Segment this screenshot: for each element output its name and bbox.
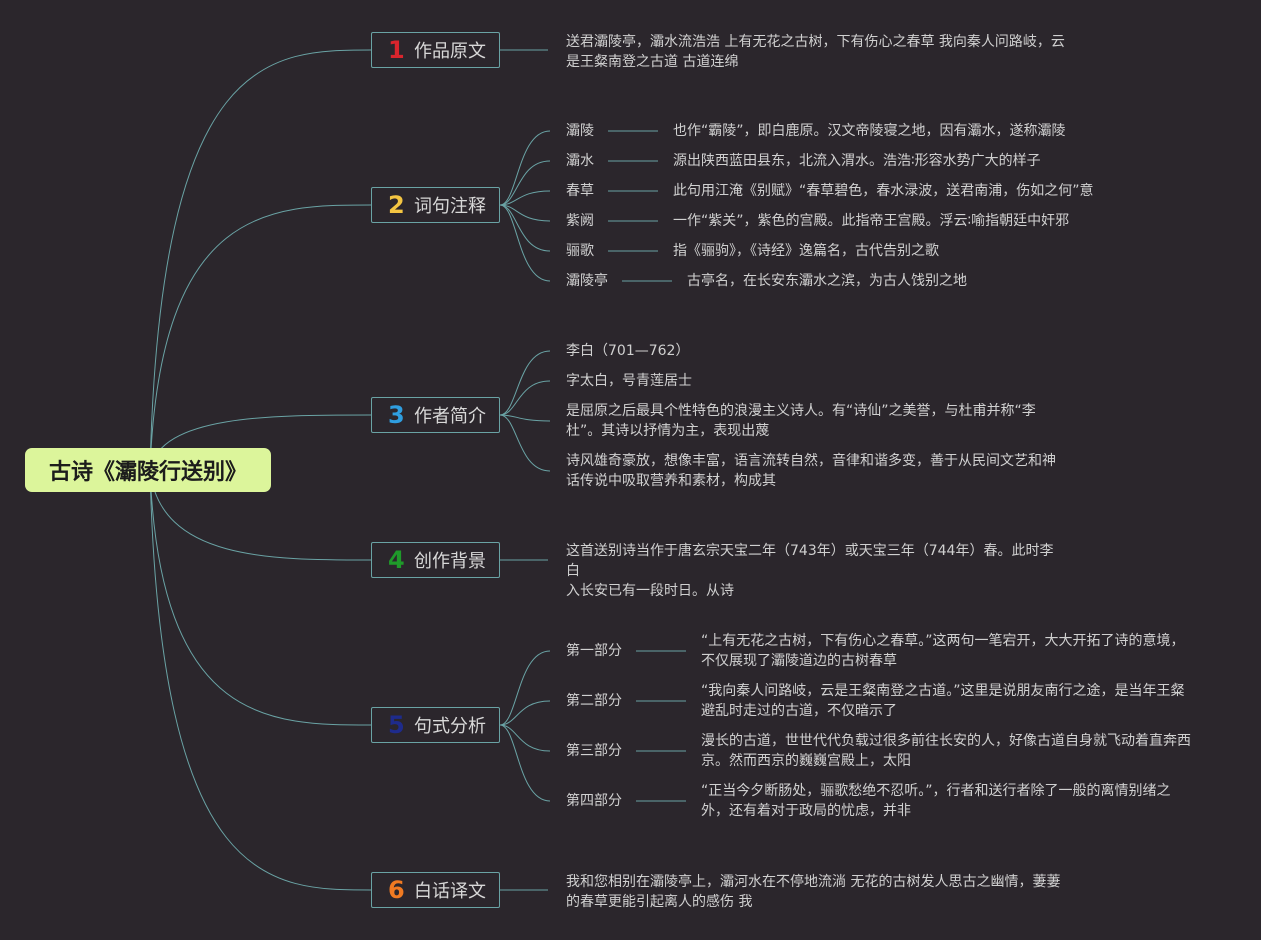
branch-label: 句式分析 bbox=[414, 716, 486, 737]
annotation-term[interactable]: 灞陵亭 bbox=[566, 273, 608, 289]
branch-leaf-link bbox=[499, 130, 551, 206]
analysis-part[interactable]: 第二部分 bbox=[566, 693, 622, 709]
analysis-desc[interactable]: 漫长的古道，世世代代负载过很多前往长安的人，好像古道自身就飞动着直奔西 京。然而… bbox=[701, 733, 1191, 769]
branch-label: 白话译文 bbox=[414, 881, 486, 902]
branch-label: 词句注释 bbox=[414, 196, 486, 217]
author-item[interactable]: 诗风雄奇豪放，想像丰富，语言流转自然，音律和谐多变，善于从民间文艺和神 话传说中… bbox=[566, 453, 1056, 489]
root-title: 古诗《灞陵行送别》 bbox=[48, 460, 247, 485]
branch-leaf-link bbox=[499, 190, 551, 206]
annotation-desc[interactable]: 古亭名，在长安东灞水之滨，为古人饯别之地 bbox=[687, 273, 967, 289]
branch-leaf-link bbox=[499, 414, 551, 422]
branch-leaf-link bbox=[499, 380, 551, 416]
analysis-part[interactable]: 第三部分 bbox=[566, 743, 622, 759]
analysis-desc[interactable]: “上有无花之古树，下有伤心之春草。”这两句一笔宕开，大大开拓了诗的意境， 不仅展… bbox=[701, 633, 1185, 669]
branch-author-intro[interactable]: 3 作者简介 bbox=[371, 397, 500, 433]
analysis-desc[interactable]: “正当今夕断肠处，骊歌愁绝不忍听。”，行者和送行者除了一般的离情别绪之 外，还有… bbox=[701, 783, 1171, 819]
branch-leaf-link bbox=[499, 650, 551, 726]
branch-sentence-analysis[interactable]: 5 句式分析 bbox=[371, 707, 500, 743]
root-branch-link bbox=[149, 49, 372, 471]
branch-original-text[interactable]: 1 作品原文 bbox=[371, 32, 500, 68]
branch-number: 5 bbox=[388, 711, 405, 739]
annotation-desc[interactable]: 一作“紫关”，紫色的宫殿。此指帝王宫殿。浮云∶喻指朝廷中奸邪 bbox=[673, 213, 1070, 229]
root-topic[interactable]: 古诗《灞陵行送别》 bbox=[25, 448, 271, 492]
branch-number: 4 bbox=[388, 546, 405, 574]
branch-number: 2 bbox=[388, 191, 405, 219]
branch-leaf-link bbox=[499, 724, 551, 752]
annotation-term[interactable]: 春草 bbox=[566, 183, 594, 199]
branch-translation[interactable]: 6 白话译文 bbox=[371, 872, 500, 908]
branch-leaf-link bbox=[499, 160, 551, 206]
branch-number: 3 bbox=[388, 401, 405, 429]
branch-label: 创作背景 bbox=[414, 551, 486, 572]
annotation-term[interactable]: 灞陵 bbox=[566, 123, 594, 139]
annotation-term[interactable]: 灞水 bbox=[566, 153, 594, 169]
branch-leaf-link bbox=[499, 350, 551, 416]
branch-label: 作品原文 bbox=[414, 41, 486, 62]
analysis-part[interactable]: 第四部分 bbox=[566, 793, 622, 809]
root-branch-link bbox=[149, 469, 372, 726]
annotation-desc[interactable]: 此句用江淹《别赋》“春草碧色，春水渌波，送君南浦，伤如之何”意 bbox=[673, 183, 1094, 199]
root-branch-link bbox=[149, 469, 372, 561]
annotation-term[interactable]: 紫阙 bbox=[566, 213, 594, 229]
root-branch-link bbox=[149, 204, 372, 471]
root-branch-link bbox=[149, 469, 372, 891]
branch-leaf-link bbox=[499, 414, 551, 472]
branch-leaf-link bbox=[499, 724, 551, 802]
original-text[interactable]: 送君灞陵亭，灞水流浩浩 上有无花之古树，下有伤心之春草 我向秦人问路岐，云 是王… bbox=[566, 34, 1065, 70]
branch-label: 作者简介 bbox=[414, 406, 486, 427]
author-item[interactable]: 李白（701—762） bbox=[566, 343, 690, 359]
annotation-desc[interactable]: 指《骊驹》，《诗经》逸篇名，古代告别之歌 bbox=[673, 243, 939, 259]
branch-leaf-link bbox=[499, 204, 551, 222]
translation-text[interactable]: 我和您相别在灞陵亭上，灞河水在不停地流淌 无花的古树发人思古之幽情，萋萋 的春草… bbox=[566, 874, 1061, 910]
background-text[interactable]: 这首送别诗当作于唐玄宗天宝二年（743年）或天宝三年（744年）春。此时李白 入… bbox=[566, 543, 1054, 599]
author-item[interactable]: 字太白，号青莲居士 bbox=[566, 373, 692, 389]
analysis-part[interactable]: 第一部分 bbox=[566, 643, 622, 659]
branch-leaf-link bbox=[499, 204, 551, 282]
branch-annotations[interactable]: 2 词句注释 bbox=[371, 187, 500, 223]
branch-background[interactable]: 4 创作背景 bbox=[371, 542, 500, 578]
branch-leaf-link bbox=[499, 204, 551, 252]
annotation-desc[interactable]: 也作“霸陵”，即白鹿原。汉文帝陵寝之地，因有灞水，遂称灞陵 bbox=[673, 123, 1066, 139]
analysis-desc[interactable]: “我向秦人问路岐，云是王粲南登之古道。”这里是说朋友南行之途，是当年王粲 避乱时… bbox=[701, 683, 1185, 719]
branch-leaf-link bbox=[499, 700, 551, 726]
annotation-term[interactable]: 骊歌 bbox=[566, 243, 594, 259]
branch-number: 6 bbox=[388, 876, 405, 904]
author-item[interactable]: 是屈原之后最具个性特色的浪漫主义诗人。有“诗仙”之美誉，与杜甫并称“李 杜”。其… bbox=[566, 403, 1036, 439]
branch-number: 1 bbox=[388, 36, 405, 64]
annotation-desc[interactable]: 源出陕西蓝田县东，北流入渭水。浩浩∶形容水势广大的样子 bbox=[673, 153, 1041, 169]
